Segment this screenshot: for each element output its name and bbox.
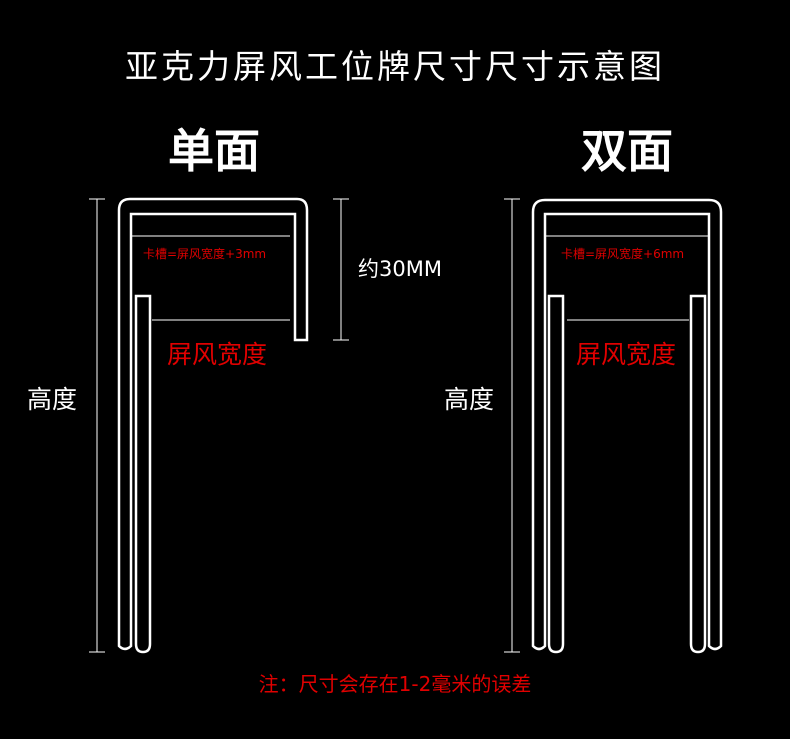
- single-front-strip: [134, 294, 152, 654]
- single-sided-heading: 单面: [168, 124, 260, 178]
- double-sided-heading: 双面: [581, 124, 673, 178]
- single-width-label: 屏风宽度: [167, 340, 268, 369]
- double-left-strip: [547, 294, 565, 654]
- tolerance-footnote: 注：尺寸会存在1-2毫米的误差: [258, 672, 532, 696]
- double-frame-outline: [531, 198, 723, 651]
- double-width-label: 屏风宽度: [576, 340, 677, 369]
- page-title: 亚克力屏风工位牌尺寸尺寸示意图: [125, 47, 665, 86]
- single-height-label: 高度: [27, 385, 78, 414]
- single-frame-outline: [117, 197, 309, 651]
- single-slot-label: 卡槽=屏风宽度+3mm: [143, 247, 267, 261]
- double-height-label: 高度: [444, 385, 495, 414]
- double-slot-label: 卡槽=屏风宽度+6mm: [561, 247, 685, 261]
- single-depth-label: 约30MM: [358, 257, 442, 281]
- single-frame: [89, 197, 349, 654]
- double-right-strip: [689, 294, 707, 654]
- double-frame: [504, 198, 723, 654]
